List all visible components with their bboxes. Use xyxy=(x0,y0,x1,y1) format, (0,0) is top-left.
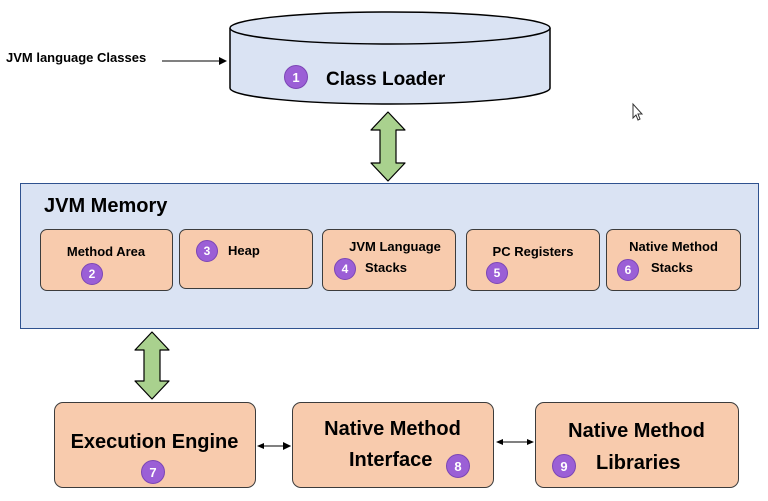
native-method-stacks-label-line2: Stacks xyxy=(651,260,693,275)
native-method-stacks-box: Native Method 6 Stacks xyxy=(606,229,741,291)
mouse-cursor-icon xyxy=(632,102,644,121)
jvm-language-stacks-box: JVM Language 4 Stacks xyxy=(322,229,456,291)
pc-registers-badge: 5 xyxy=(486,262,508,284)
heap-label: Heap xyxy=(228,243,260,258)
pc-registers-label: PC Registers xyxy=(492,244,574,259)
native-method-libraries-label-line1: Native Method xyxy=(568,420,705,442)
native-method-libraries-box: Native Method 9 Libraries xyxy=(535,402,739,488)
jvm-language-stacks-label-line1: JVM Language xyxy=(349,239,441,254)
class-loader-cylinder xyxy=(229,11,551,105)
method-area-badge: 2 xyxy=(81,263,103,285)
engine-interface-arrowhead-right xyxy=(284,443,291,449)
execution-engine-badge: 7 xyxy=(141,460,165,484)
jvm-memory-title: JVM Memory xyxy=(44,195,168,217)
native-method-interface-label-line1: Native Method xyxy=(324,418,461,440)
native-method-stacks-badge: 6 xyxy=(617,259,639,281)
jvm-language-stacks-badge: 4 xyxy=(334,258,356,280)
execution-engine-label: Execution Engine xyxy=(70,431,239,453)
execution-engine-box: Execution Engine 7 xyxy=(54,402,256,488)
jvm-language-stacks-label-line2: Stacks xyxy=(365,260,407,275)
native-method-interface-box: Native Method Interface 8 xyxy=(292,402,494,488)
pc-registers-box: PC Registers 5 xyxy=(466,229,600,291)
interface-libraries-arrowhead-right xyxy=(527,439,534,445)
native-method-libraries-label-line2: Libraries xyxy=(596,452,681,474)
method-area-label: Method Area xyxy=(66,244,146,259)
native-method-interface-badge: 8 xyxy=(446,454,470,478)
heap-badge: 3 xyxy=(196,240,218,262)
loader-memory-arrow xyxy=(370,111,406,182)
memory-engine-arrow xyxy=(134,331,170,400)
method-area-box: Method Area 2 xyxy=(40,229,173,291)
native-method-libraries-badge: 9 xyxy=(552,454,576,478)
class-loader-badge: 1 xyxy=(284,65,308,89)
native-method-stacks-label-line1: Native Method xyxy=(629,239,718,254)
class-loader-label: Class Loader xyxy=(326,69,446,90)
engine-interface-arrowhead-left xyxy=(257,443,264,449)
native-method-interface-label-line2: Interface xyxy=(349,449,433,471)
input-label: JVM language Classes xyxy=(6,50,147,65)
interface-libraries-arrowhead-left xyxy=(496,439,503,445)
heap-box: 3 Heap xyxy=(179,229,313,289)
